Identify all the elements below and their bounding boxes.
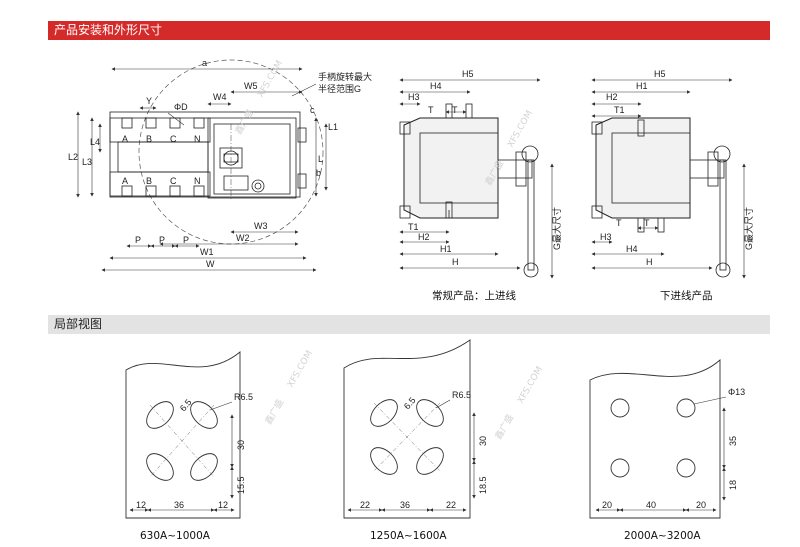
dim-value: 15.5 xyxy=(236,476,246,494)
dim-l2: L2 xyxy=(68,152,78,162)
dim-value: 30 xyxy=(478,436,488,446)
dim-value: Φ13 xyxy=(728,387,745,397)
dim-t1: T1 xyxy=(614,105,625,115)
dim-c: c xyxy=(310,105,315,115)
dim-phi-d: ΦD xyxy=(174,102,188,112)
terminal-label-a: A xyxy=(122,134,128,144)
watermark-sub: XFS.COM xyxy=(286,349,315,389)
front-view: A B C N A B C N a W5 W4 ΦD Y 手柄旋转最大 半径范围… xyxy=(68,58,372,272)
dim-g-max: G最大尺寸 xyxy=(743,207,754,250)
detail-range-label: 2000A~3200A xyxy=(624,530,701,542)
dim-w3: W3 xyxy=(254,221,268,231)
terminal-label-a: A xyxy=(122,176,128,186)
dim-p: P xyxy=(159,235,165,245)
dim-b: b xyxy=(316,168,321,178)
dim-t1: T1 xyxy=(408,222,419,232)
terminal-label-c: C xyxy=(170,134,177,144)
dim-h5: H5 xyxy=(654,69,666,79)
dim-w2: W2 xyxy=(236,233,250,243)
caption-bottom-entry: 下进线产品 xyxy=(660,289,713,302)
dim-value: 20 xyxy=(602,500,612,510)
terminal-label-n: N xyxy=(194,134,201,144)
watermark-text: 鑫广盛 xyxy=(232,107,256,136)
dim-h: H xyxy=(452,257,459,267)
dim-value: 18 xyxy=(728,480,738,490)
terminal-label-b: B xyxy=(146,176,152,186)
handle-note-2: 半径范围G xyxy=(318,83,361,94)
section-header-partial: 局部视图 xyxy=(48,315,770,334)
dim-l1: L1 xyxy=(328,122,338,132)
terminal-label-b: B xyxy=(146,134,152,144)
dim-l: L xyxy=(318,154,323,164)
dim-value: 20 xyxy=(696,500,706,510)
dim-g-max: G最大尺寸 xyxy=(551,207,562,250)
dim-value: 30 xyxy=(236,440,246,450)
dim-value: 22 xyxy=(446,500,456,510)
dim-value: 12 xyxy=(136,500,146,510)
side-view-bottom-entry: H5 H1 H2 T1 T T H3 H4 H G最大尺寸 下进线产品 xyxy=(591,69,754,302)
dim-w5: W5 xyxy=(244,81,258,91)
dim-l3: L3 xyxy=(82,157,92,167)
dim-t: T xyxy=(616,218,622,228)
detail-630-1000: 12 36 12 30 15.5 6.5 R6.5 630A~1000A xyxy=(125,351,253,542)
dim-h1: H1 xyxy=(636,81,648,91)
dim-value: 18.5 xyxy=(478,476,488,494)
dim-h1: H1 xyxy=(440,244,452,254)
terminal-label-n: N xyxy=(194,176,201,186)
dim-h3: H3 xyxy=(408,92,420,102)
detail-range-label: 1250A~1600A xyxy=(370,530,447,542)
dim-t: T xyxy=(452,105,458,115)
dim-h4: H4 xyxy=(626,244,638,254)
dim-value: 36 xyxy=(400,500,410,510)
section-title: 局部视图 xyxy=(54,317,103,331)
dim-value: 22 xyxy=(360,500,370,510)
dim-t: T xyxy=(644,218,650,228)
watermark-sub: XFS.COM xyxy=(506,109,535,149)
dim-h4: H4 xyxy=(430,81,442,91)
dim-a: a xyxy=(202,58,207,68)
dim-h3: H3 xyxy=(600,232,612,242)
terminal-label-c: C xyxy=(170,176,177,186)
dim-value: 40 xyxy=(646,500,656,510)
dim-w1: W1 xyxy=(200,247,214,257)
side-view-top-entry: H5 H4 H3 T T T1 H2 H1 H G最大尺寸 常规产品：上进线 xyxy=(399,69,562,302)
dim-value: 36 xyxy=(174,500,184,510)
dim-w: W xyxy=(206,259,215,269)
dim-h2: H2 xyxy=(606,92,618,102)
detail-1250-1600: 22 36 22 30 18.5 6.5 R6.5 1250A~1600A xyxy=(343,339,488,542)
handle-note-1: 手柄旋转最大 xyxy=(318,71,372,82)
dim-value: R6.5 xyxy=(234,392,253,402)
dim-h5: H5 xyxy=(462,69,474,79)
dim-p: P xyxy=(183,235,189,245)
dim-value: R6.5 xyxy=(452,390,471,400)
dim-t: T xyxy=(428,105,434,115)
dim-w4: W4 xyxy=(213,92,227,102)
detail-2000-3200: 20 40 20 35 18 Φ13 2000A~3200A xyxy=(589,359,745,542)
dim-p: P xyxy=(135,235,141,245)
dim-y: Y xyxy=(146,96,152,106)
watermark-text: 鑫广盛 xyxy=(262,397,286,426)
dim-value: 12 xyxy=(218,500,228,510)
dim-value: 35 xyxy=(728,436,738,446)
section-header-install: 产品安装和外形尺寸 xyxy=(48,21,770,40)
detail-range-label: 630A~1000A xyxy=(140,530,211,542)
watermark-text: 鑫广盛 xyxy=(492,412,516,441)
dim-h2: H2 xyxy=(418,232,430,242)
watermark-sub: XFS.COM xyxy=(516,365,545,405)
dim-l4: L4 xyxy=(90,137,100,147)
dim-h: H xyxy=(646,257,653,267)
watermark-sub: XFS.COM xyxy=(256,59,285,99)
section-title: 产品安装和外形尺寸 xyxy=(54,23,163,37)
caption-top-entry: 常规产品：上进线 xyxy=(432,289,516,302)
